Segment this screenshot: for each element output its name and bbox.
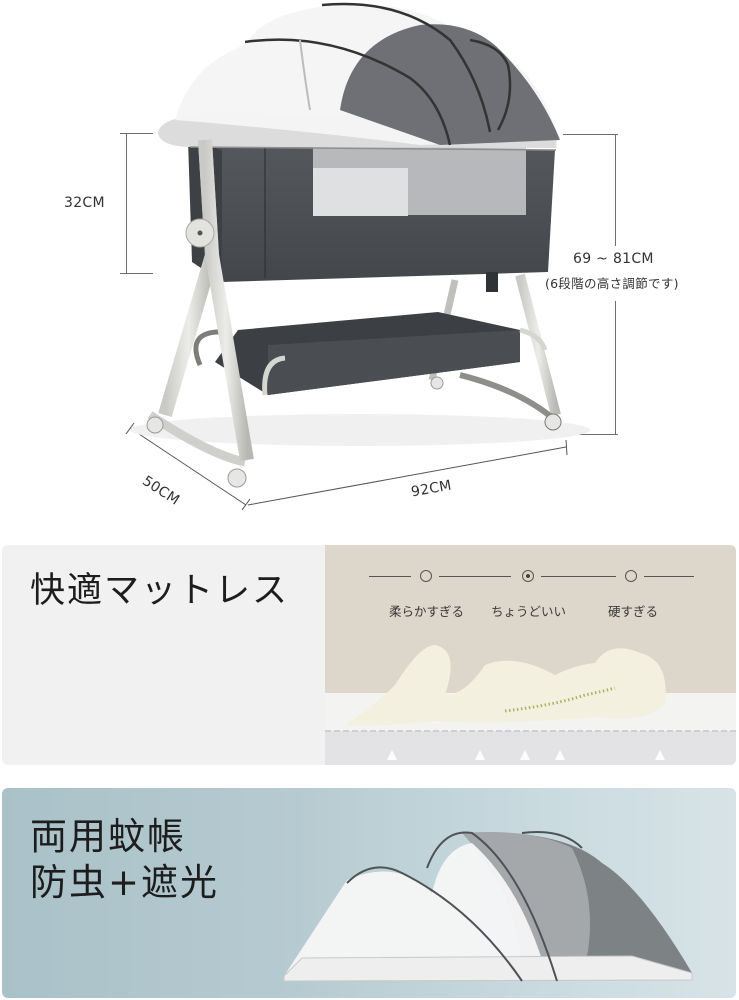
mosquito-net-canopy-illustration: [283, 831, 693, 982]
dimension-tick-bottom: [120, 273, 153, 274]
canopy-title-line1: 両用蚊帳: [30, 815, 186, 858]
firmness-label-soft: 柔らかすぎる: [389, 604, 465, 619]
product-dimension-figure: 32CM 69 ~ 81CM (6段階の高さ調節です) 50CM 92CM: [64, 2, 679, 511]
canopy-feature-panel: 両用蚊帳 防虫+遮光: [2, 788, 736, 998]
baby-on-mattress-illustration: [325, 645, 736, 765]
dimension-line-total-height-upper: [615, 134, 616, 246]
mattress-feature-panel: 快適マットレス 柔らかすぎる ちょうどいい 硬すぎる: [2, 545, 736, 765]
firmness-option-soft-radio: [420, 570, 432, 582]
floor-dimension-lines: [125, 422, 568, 511]
firmness-label-just-right: ちょうどいい: [491, 604, 567, 619]
side-height-label: 32CM: [64, 195, 105, 211]
firmness-option-just-right-radio: [522, 570, 534, 582]
total-height-label: 69 ~ 81CM: [573, 251, 654, 267]
canopy-title-line2: 防虫+遮光: [30, 861, 220, 904]
mattress-firmness-illustration: 柔らかすぎる ちょうどいい 硬すぎる: [325, 545, 736, 765]
dimension-tick-top: [120, 133, 153, 134]
bedside-crib-illustration: [130, 2, 590, 488]
height-adjust-note: (6段階の高さ調節です): [545, 276, 679, 291]
dimension-line-total-height-lower: [615, 301, 616, 435]
mattress-title: 快適マットレス: [30, 571, 290, 611]
dimension-line-side-height: [126, 133, 127, 274]
dimension-tick-total-bottom: [563, 434, 618, 435]
dimension-tick-total-top: [563, 134, 618, 135]
firmness-scale: [369, 565, 699, 589]
firmness-label-hard: 硬すぎる: [608, 604, 659, 619]
firmness-option-hard-radio: [625, 570, 637, 582]
